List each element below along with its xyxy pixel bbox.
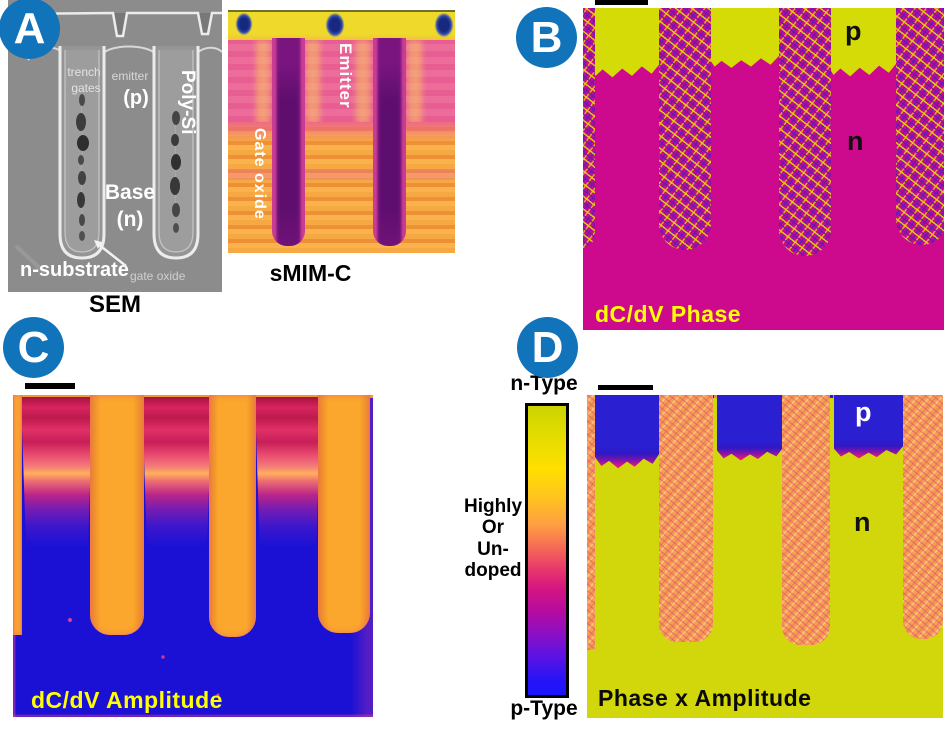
sem-trench-left [58, 46, 106, 260]
smim-streak [408, 40, 422, 124]
smim-stripe [228, 170, 455, 180]
sem-label-gate-oxide: gate oxide [130, 269, 186, 283]
sem-arrowhead [94, 240, 104, 249]
pxa-label-p: p [855, 397, 872, 427]
scale-bar-c [25, 383, 75, 389]
pxa-trench [659, 395, 713, 642]
amplitude-trench [90, 395, 144, 635]
smim-contact-blob [325, 12, 345, 38]
amplitude-mesa [21, 397, 93, 547]
pxa-trench [903, 395, 943, 639]
sem-label-trench: trench [67, 65, 100, 79]
amplitude-top-edge [13, 395, 373, 398]
smim-trench [373, 38, 406, 246]
dcdv-amplitude-image: dC/dV Amplitude [13, 395, 373, 717]
scale-bar-d [598, 385, 653, 390]
phase-title: dC/dV Phase [595, 301, 742, 327]
amplitude-trench [209, 395, 256, 637]
pxa-label-n: n [854, 507, 871, 537]
smim-contact-blob [434, 12, 454, 38]
smim-label-gate-oxide: Gate oxide [251, 128, 268, 220]
sem-annotations: trench gates emitter (p) Poly-Si Base (n… [20, 65, 198, 283]
sem-label-base-n: (n) [117, 208, 144, 231]
dcdv-phase-image: p n dC/dV Phase [583, 8, 944, 330]
phase-p-region [709, 8, 779, 68]
amplitude-trench [318, 395, 370, 633]
sem-scratch-mark [14, 244, 48, 276]
pxa-p-region [595, 395, 659, 469]
smim-contact-blob [235, 12, 253, 36]
pxa-trench [587, 395, 595, 650]
phase-p-region [590, 8, 660, 78]
phase-x-amplitude-image: p n Phase x Amplitude [587, 395, 943, 718]
colorbar [525, 403, 569, 698]
scale-bar-b [595, 0, 648, 5]
amplitude-mesa [255, 397, 321, 547]
sem-trench-right [152, 46, 200, 260]
phase-p-region [828, 8, 897, 77]
colorbar-label-n-type: n-Type [510, 372, 578, 395]
panel-b-badge: B [516, 7, 577, 68]
smim-caption: sMIM-C [269, 260, 352, 286]
phase-trench [659, 8, 711, 250]
pxa-title: Phase x Amplitude [598, 685, 812, 711]
amplitude-title: dC/dV Amplitude [31, 687, 223, 713]
sem-label-emitter: emitter [112, 69, 149, 83]
sem-label-base: Base [105, 181, 155, 204]
colorbar-label-p-type: p-Type [510, 697, 578, 720]
sem-label-p: (p) [123, 87, 149, 109]
phase-trench [779, 8, 831, 256]
phase-label-n: n [847, 126, 864, 156]
smim-substrate-region [228, 122, 455, 253]
panel-d-badge: D [517, 317, 578, 378]
colorbar-label-middle: Highly Or Un- doped [463, 496, 523, 581]
phase-label-p: p [845, 16, 862, 46]
smim-streak [256, 40, 270, 124]
panel-c-badge: C [3, 317, 64, 378]
sem-label-n-substrate: n-substrate [20, 259, 129, 281]
sem-caption: SEM [88, 291, 141, 318]
smim-label-emitter: Emitter [336, 43, 355, 109]
smim-trench [272, 38, 305, 246]
sem-label-poly-si: Poly-Si [177, 70, 198, 134]
phase-trench [583, 8, 595, 248]
pxa-trench [782, 395, 830, 645]
smim-c-image: Emitter Gate oxide [228, 10, 455, 253]
sem-image: trench gates emitter (p) Poly-Si Base (n… [8, 0, 222, 292]
pxa-p-region [717, 395, 783, 461]
sem-label-gates: gates [71, 81, 100, 95]
smim-streak [306, 40, 320, 124]
panel-a-badge: A [0, 0, 60, 59]
amplitude-trench [13, 395, 22, 635]
amplitude-mesa [142, 397, 212, 547]
pxa-p-region [834, 395, 903, 459]
smim-streak [356, 40, 370, 124]
sem-arrow [97, 243, 127, 267]
phase-trench [896, 8, 944, 245]
